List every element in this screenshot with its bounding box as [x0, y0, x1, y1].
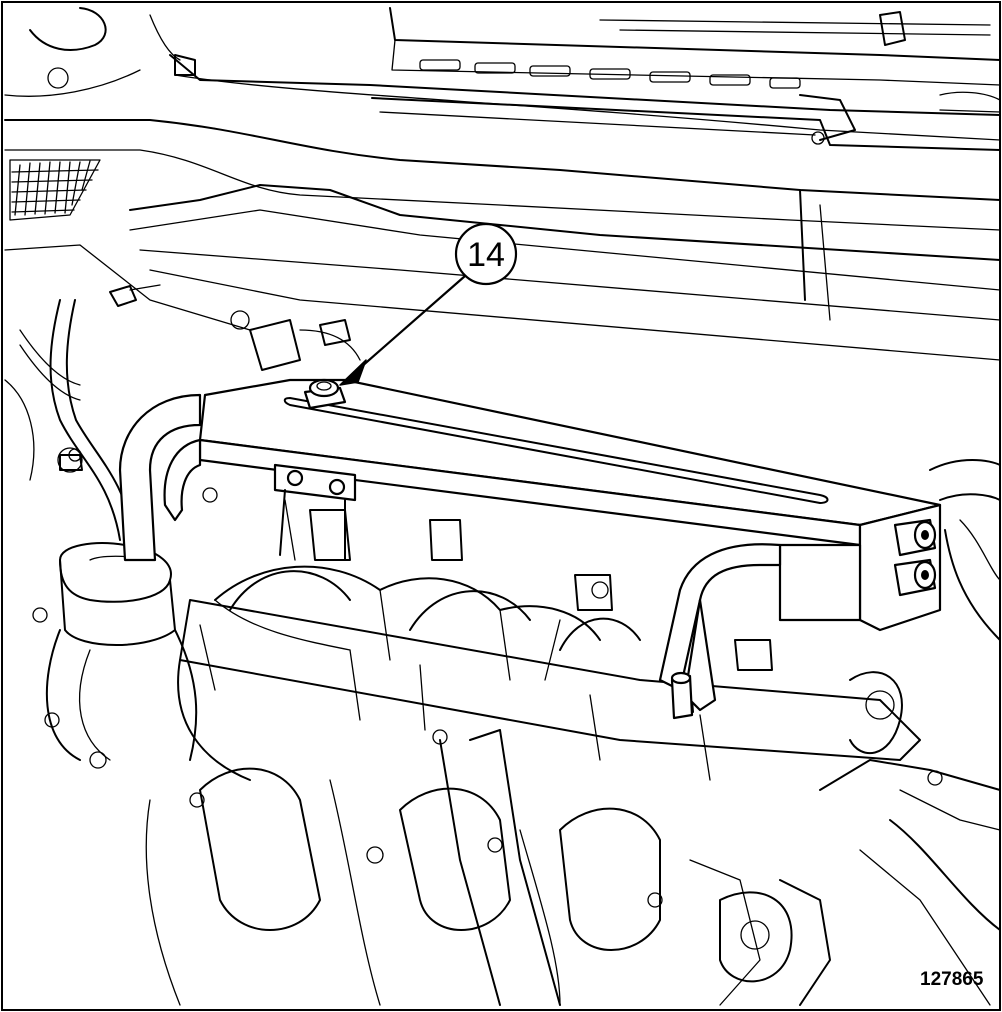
- coil-cover: [214, 565, 601, 681]
- manifold-bolts: [32, 448, 663, 908]
- figure-reference-number: 127865: [920, 969, 984, 990]
- leader-line: [351, 275, 466, 376]
- vent-mesh: [9, 159, 101, 221]
- left-bay-components: [4, 7, 1001, 361]
- cowl-panel: [169, 7, 1001, 151]
- engine-support-tool: [118, 378, 942, 720]
- right-bay-components: [779, 189, 1001, 1006]
- leader-arrowhead: [339, 359, 367, 386]
- callout-14: 14: [339, 222, 518, 386]
- callout-label: 14: [467, 236, 505, 274]
- callout-circle: [454, 222, 518, 286]
